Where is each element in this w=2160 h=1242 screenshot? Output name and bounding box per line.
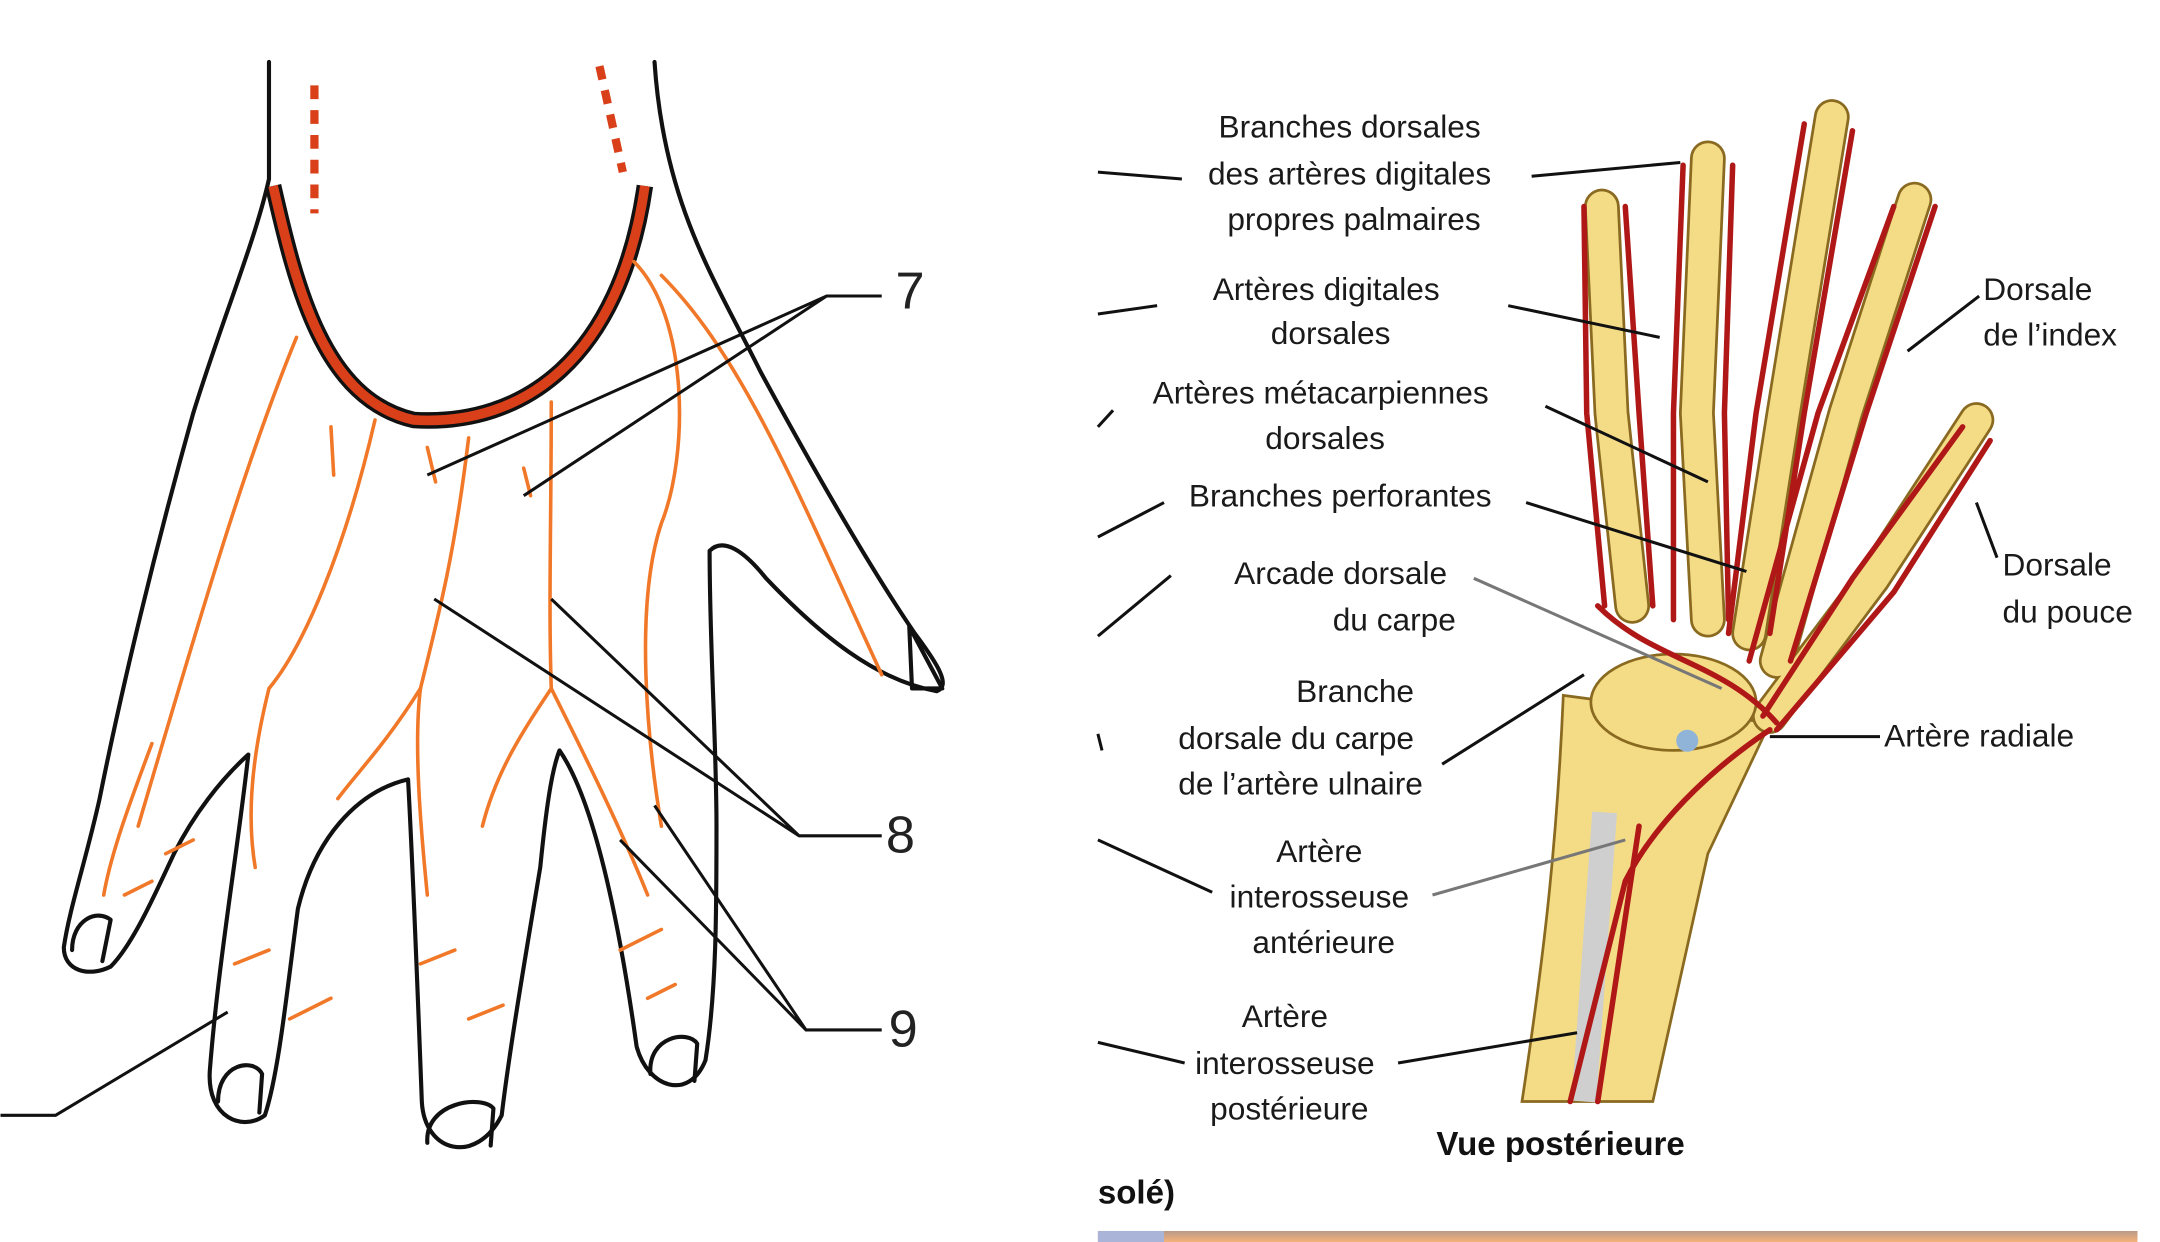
nail (907, 624, 945, 691)
hand-outline (61, 59, 945, 1150)
label-dorsale-pouce: Dorsale du pouce (2003, 547, 2133, 630)
nail (70, 913, 113, 964)
right-labels: Branches dorsales des artères digitales … (1098, 109, 2133, 1212)
callout-7: 7 (895, 262, 924, 320)
label-branches-perforantes: Branches perforantes (1189, 478, 1492, 514)
arteries (1567, 121, 1993, 1105)
nail (215, 1063, 265, 1115)
bottom-bar-left (1097, 1230, 1164, 1242)
veins (101, 259, 884, 1021)
label-arteres-metacarpiennes: Artères métacarpiennes dorsales (1153, 374, 1498, 455)
interosseous-membrane (1571, 811, 1617, 1103)
label-interosseuse-posterieure: Artère interosseuse postérieure (1195, 998, 1383, 1126)
dorsal-arch-fill (268, 184, 650, 426)
callout-8: 8 (886, 806, 915, 864)
finger-bones (1583, 99, 1995, 752)
caption-vue-posterieure: Vue postérieure (1436, 1126, 1684, 1163)
nail (425, 1099, 496, 1148)
label-arteres-digitales-dorsales: Artères digitales dorsales (1213, 271, 1449, 351)
left-hand-drawing: 7 8 9 (0, 59, 945, 1150)
label-artere-radiale: Artère radiale (1884, 717, 2074, 753)
label-interosseuse-anterieure: Artère interosseuse antérieure (1230, 833, 1418, 960)
dorsal-arch (265, 184, 654, 429)
label-arcade-dorsale: Arcade dorsale du carpe (1234, 555, 1456, 638)
label-branches-dorsales: Branches dorsales des artères digitales … (1208, 109, 1500, 237)
label-branche-dorsale-carpe: Branche dorsale du carpe de l’artère uln… (1178, 673, 1423, 801)
callout-leaders (0, 294, 882, 1117)
callout-9: 9 (889, 1000, 918, 1058)
bottom-bar (1097, 1230, 2138, 1242)
nail (648, 1034, 700, 1083)
right-hand-illustration (1520, 99, 1995, 1105)
dashed-artery (595, 65, 627, 174)
label-dorsale-index: Dorsale de l’index (1983, 271, 2117, 352)
cut-caption: solé) (1098, 1174, 1175, 1211)
right-leaders (1096, 160, 1999, 1065)
